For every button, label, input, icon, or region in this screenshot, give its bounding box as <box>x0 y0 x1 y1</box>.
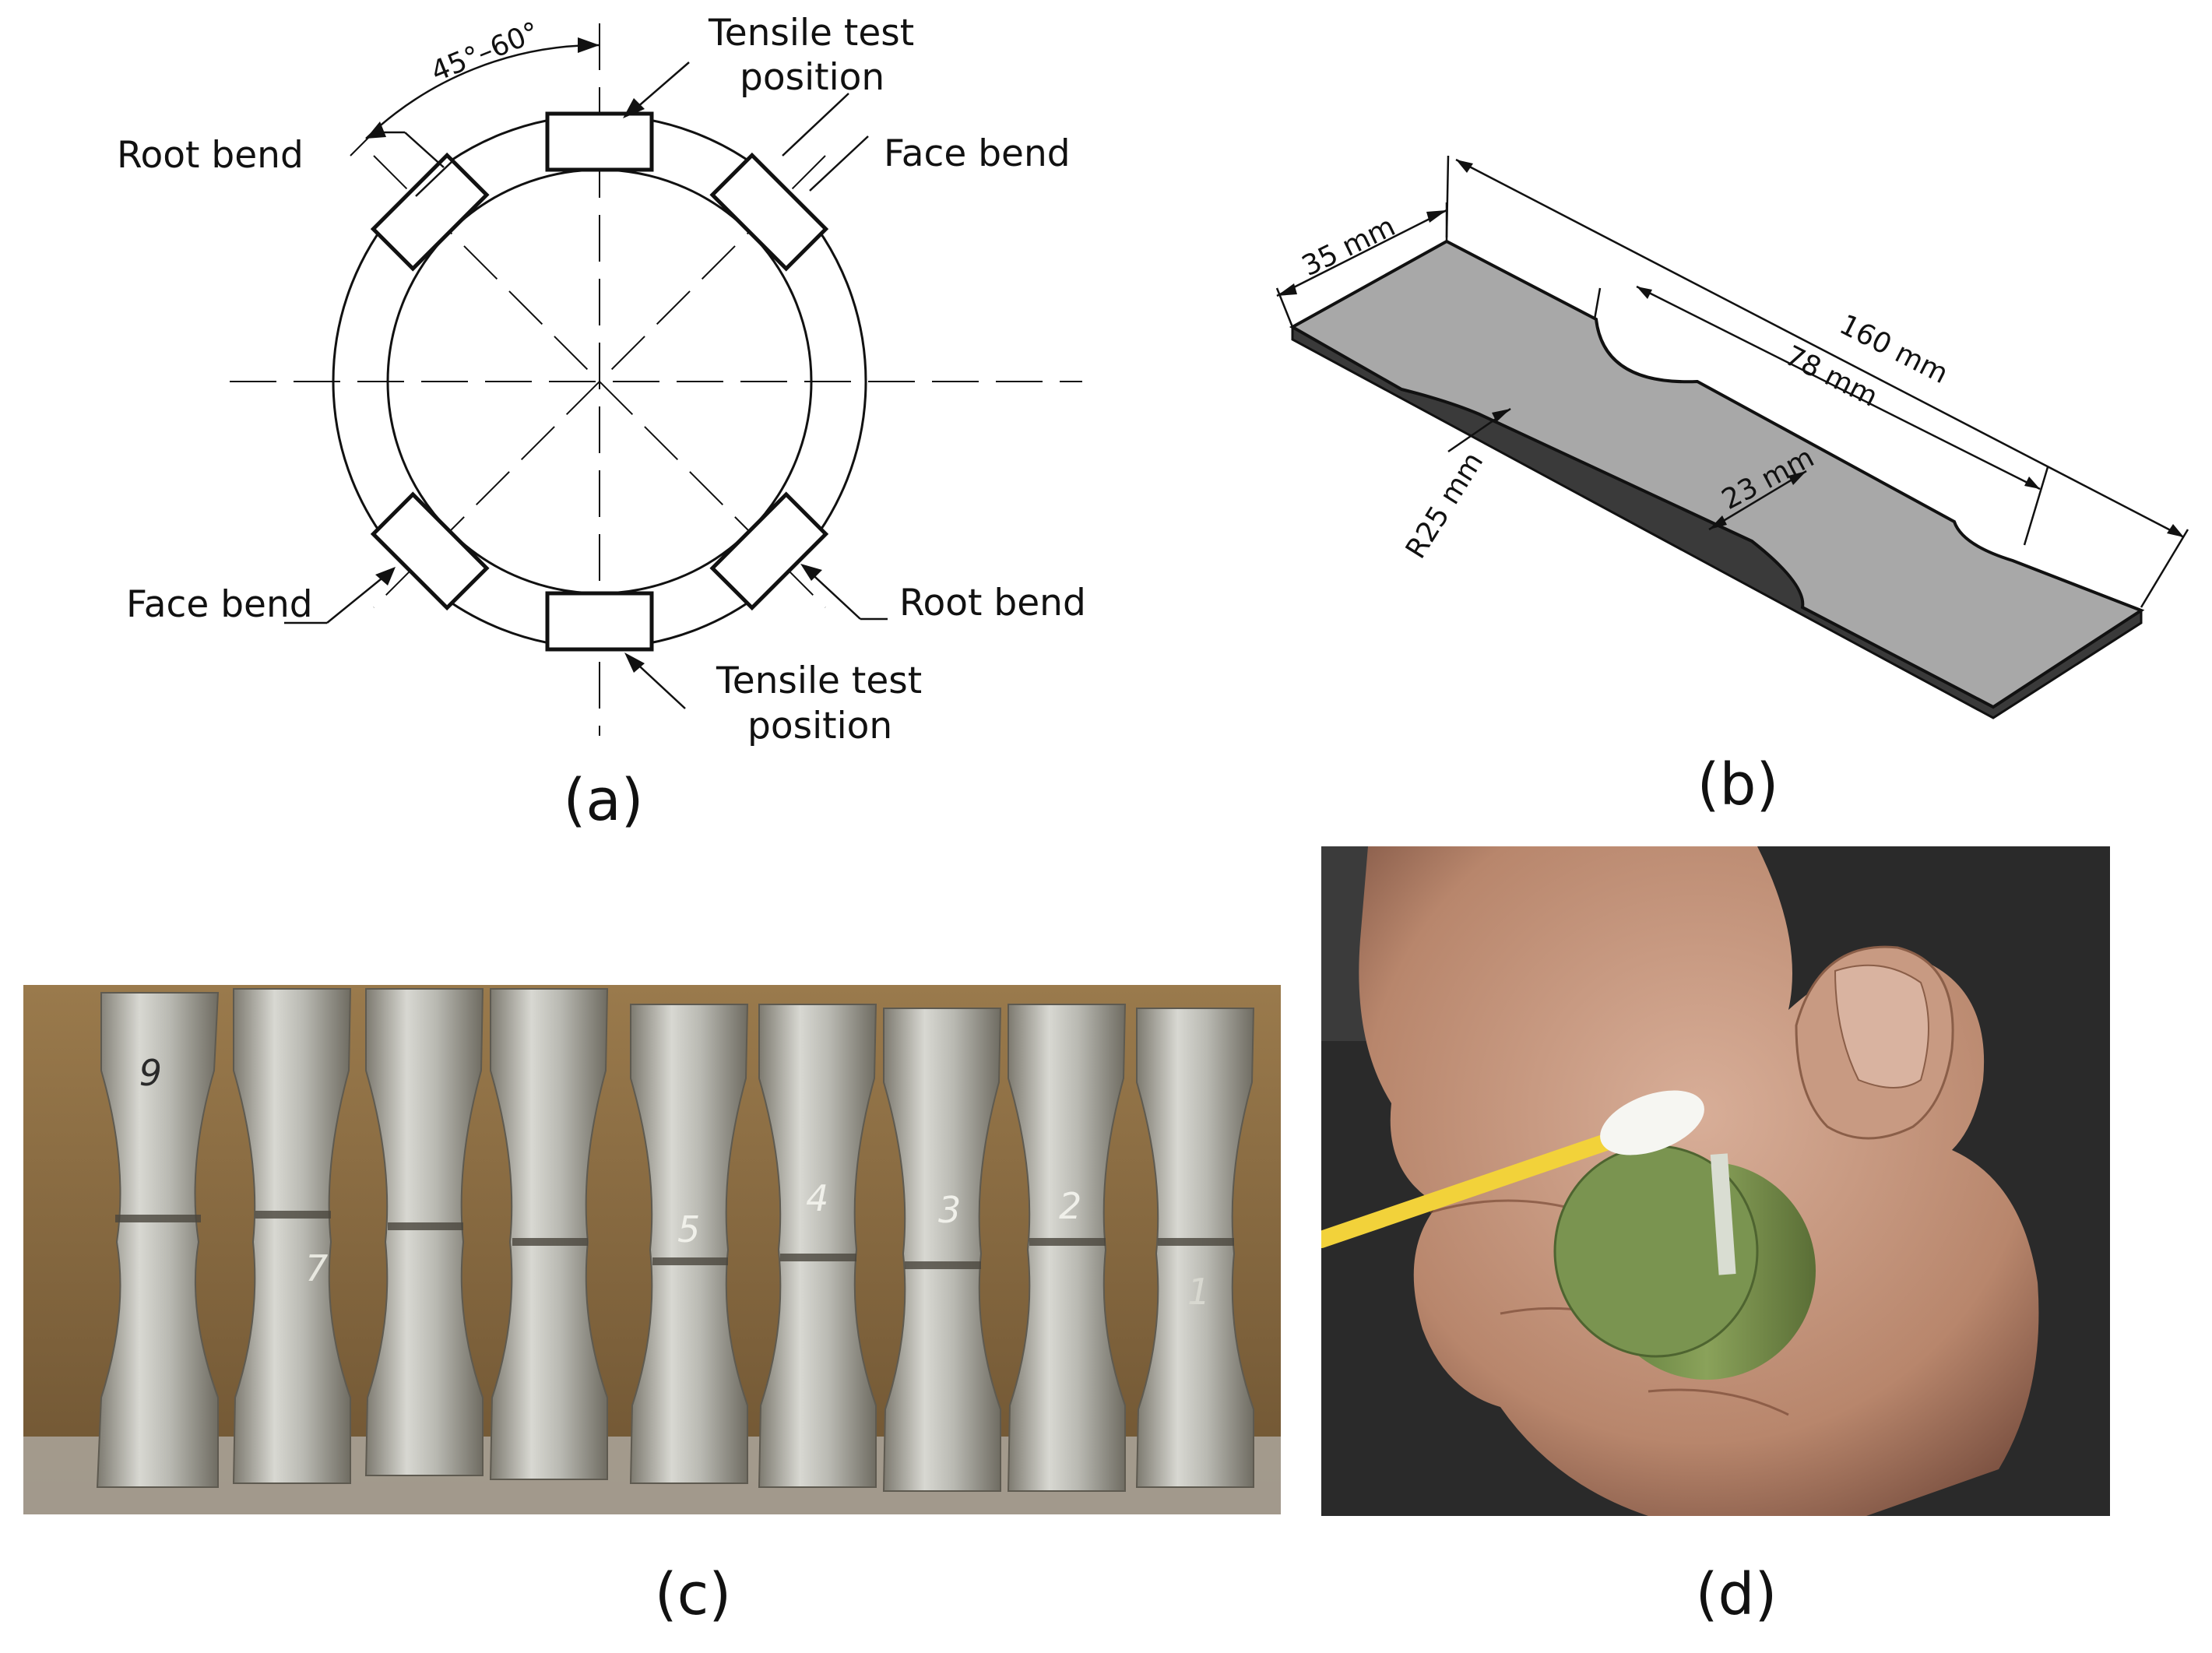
tensile-top-label-line2: position <box>740 56 884 99</box>
specimen-top <box>545 111 654 172</box>
specimen-number: 7 <box>305 1247 328 1289</box>
face-bend-left-label: Face bend <box>126 583 313 626</box>
resin-mount <box>1553 1145 1816 1380</box>
root-bend-right-label: Root bend <box>899 582 1086 624</box>
panel-d-photo <box>1321 846 2110 1516</box>
panel-b-diagram: 35 mm 160 mm 78 mm 23 mm R25 mm <box>1275 155 2189 719</box>
specimen-number: 1 <box>1187 1271 1210 1313</box>
dim-radius: R25 mm <box>1400 447 1490 564</box>
root-bend-left-label: Root bend <box>117 134 304 177</box>
panel-a-caption: (a) <box>563 767 644 834</box>
specimen-number: 6 <box>139 1050 162 1092</box>
specimen-top-face <box>1289 239 2145 709</box>
panel-a-diagram: 45°–60° Tensile test position Root bend … <box>117 12 1086 747</box>
cotton-swab <box>1321 1090 1704 1248</box>
specimen-number: 5 <box>677 1208 700 1250</box>
panel-d-caption: (d) <box>1695 1561 1778 1628</box>
specimen-number: 3 <box>938 1189 961 1231</box>
tensile-bottom-label-line1: Tensile test <box>716 659 922 702</box>
tensile-bottom-label-line2: position <box>747 705 892 747</box>
specimen-number: 4 <box>806 1177 828 1219</box>
face-bend-right-label: Face bend <box>884 132 1071 175</box>
specimen-bottom <box>545 591 654 652</box>
specimen-number: 2 <box>1059 1185 1081 1227</box>
panel-c-caption: (c) <box>654 1561 732 1628</box>
panel-b-caption: (b) <box>1697 751 1779 818</box>
dim-width: 35 mm <box>1297 210 1400 283</box>
tensile-top-label-line1: Tensile test <box>708 12 914 55</box>
angle-label: 45°–60° <box>427 16 543 89</box>
specimens-photo-illustration: 6 7 5 4 3 2 1 <box>23 985 1281 1514</box>
panel-c-photo: 6 7 5 4 3 2 1 <box>23 985 1281 1514</box>
hand-photo-illustration <box>1321 846 2110 1516</box>
